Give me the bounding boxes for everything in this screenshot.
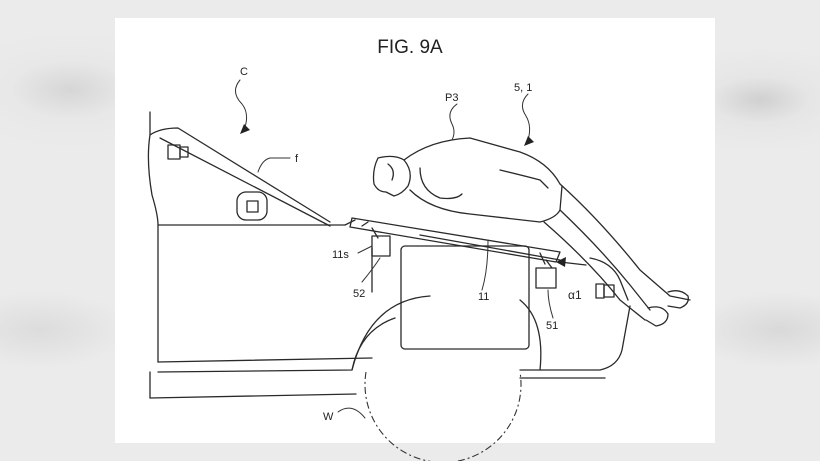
label-angle: α1 <box>568 288 582 302</box>
pedestrian-figure <box>372 137 691 327</box>
patent-drawing-sheet <box>115 18 715 443</box>
leader-lines <box>235 79 554 319</box>
label-vehicle: C <box>240 66 248 78</box>
label-pedestrian: P3 <box>445 92 458 104</box>
label-hood: f <box>295 153 299 165</box>
label-wheel: W <box>323 411 334 423</box>
front-lamp <box>595 283 615 299</box>
deployment-arrow <box>556 257 587 267</box>
interior-lamp <box>167 144 189 160</box>
label-actuator-front: 51 <box>546 320 558 332</box>
label-actuator-rear: 52 <box>353 288 365 300</box>
wheel-leader <box>337 407 366 419</box>
label-airbag: 11 <box>478 291 489 303</box>
wheel-outline <box>364 371 522 461</box>
figure-title: FIG. 9A <box>377 37 443 58</box>
label-airbag-edge: 11s <box>332 249 349 261</box>
actuator-front <box>535 252 557 289</box>
label-device: 5, 1 <box>514 82 532 94</box>
side-mirror <box>236 191 268 221</box>
vehicle-body <box>147 111 631 399</box>
